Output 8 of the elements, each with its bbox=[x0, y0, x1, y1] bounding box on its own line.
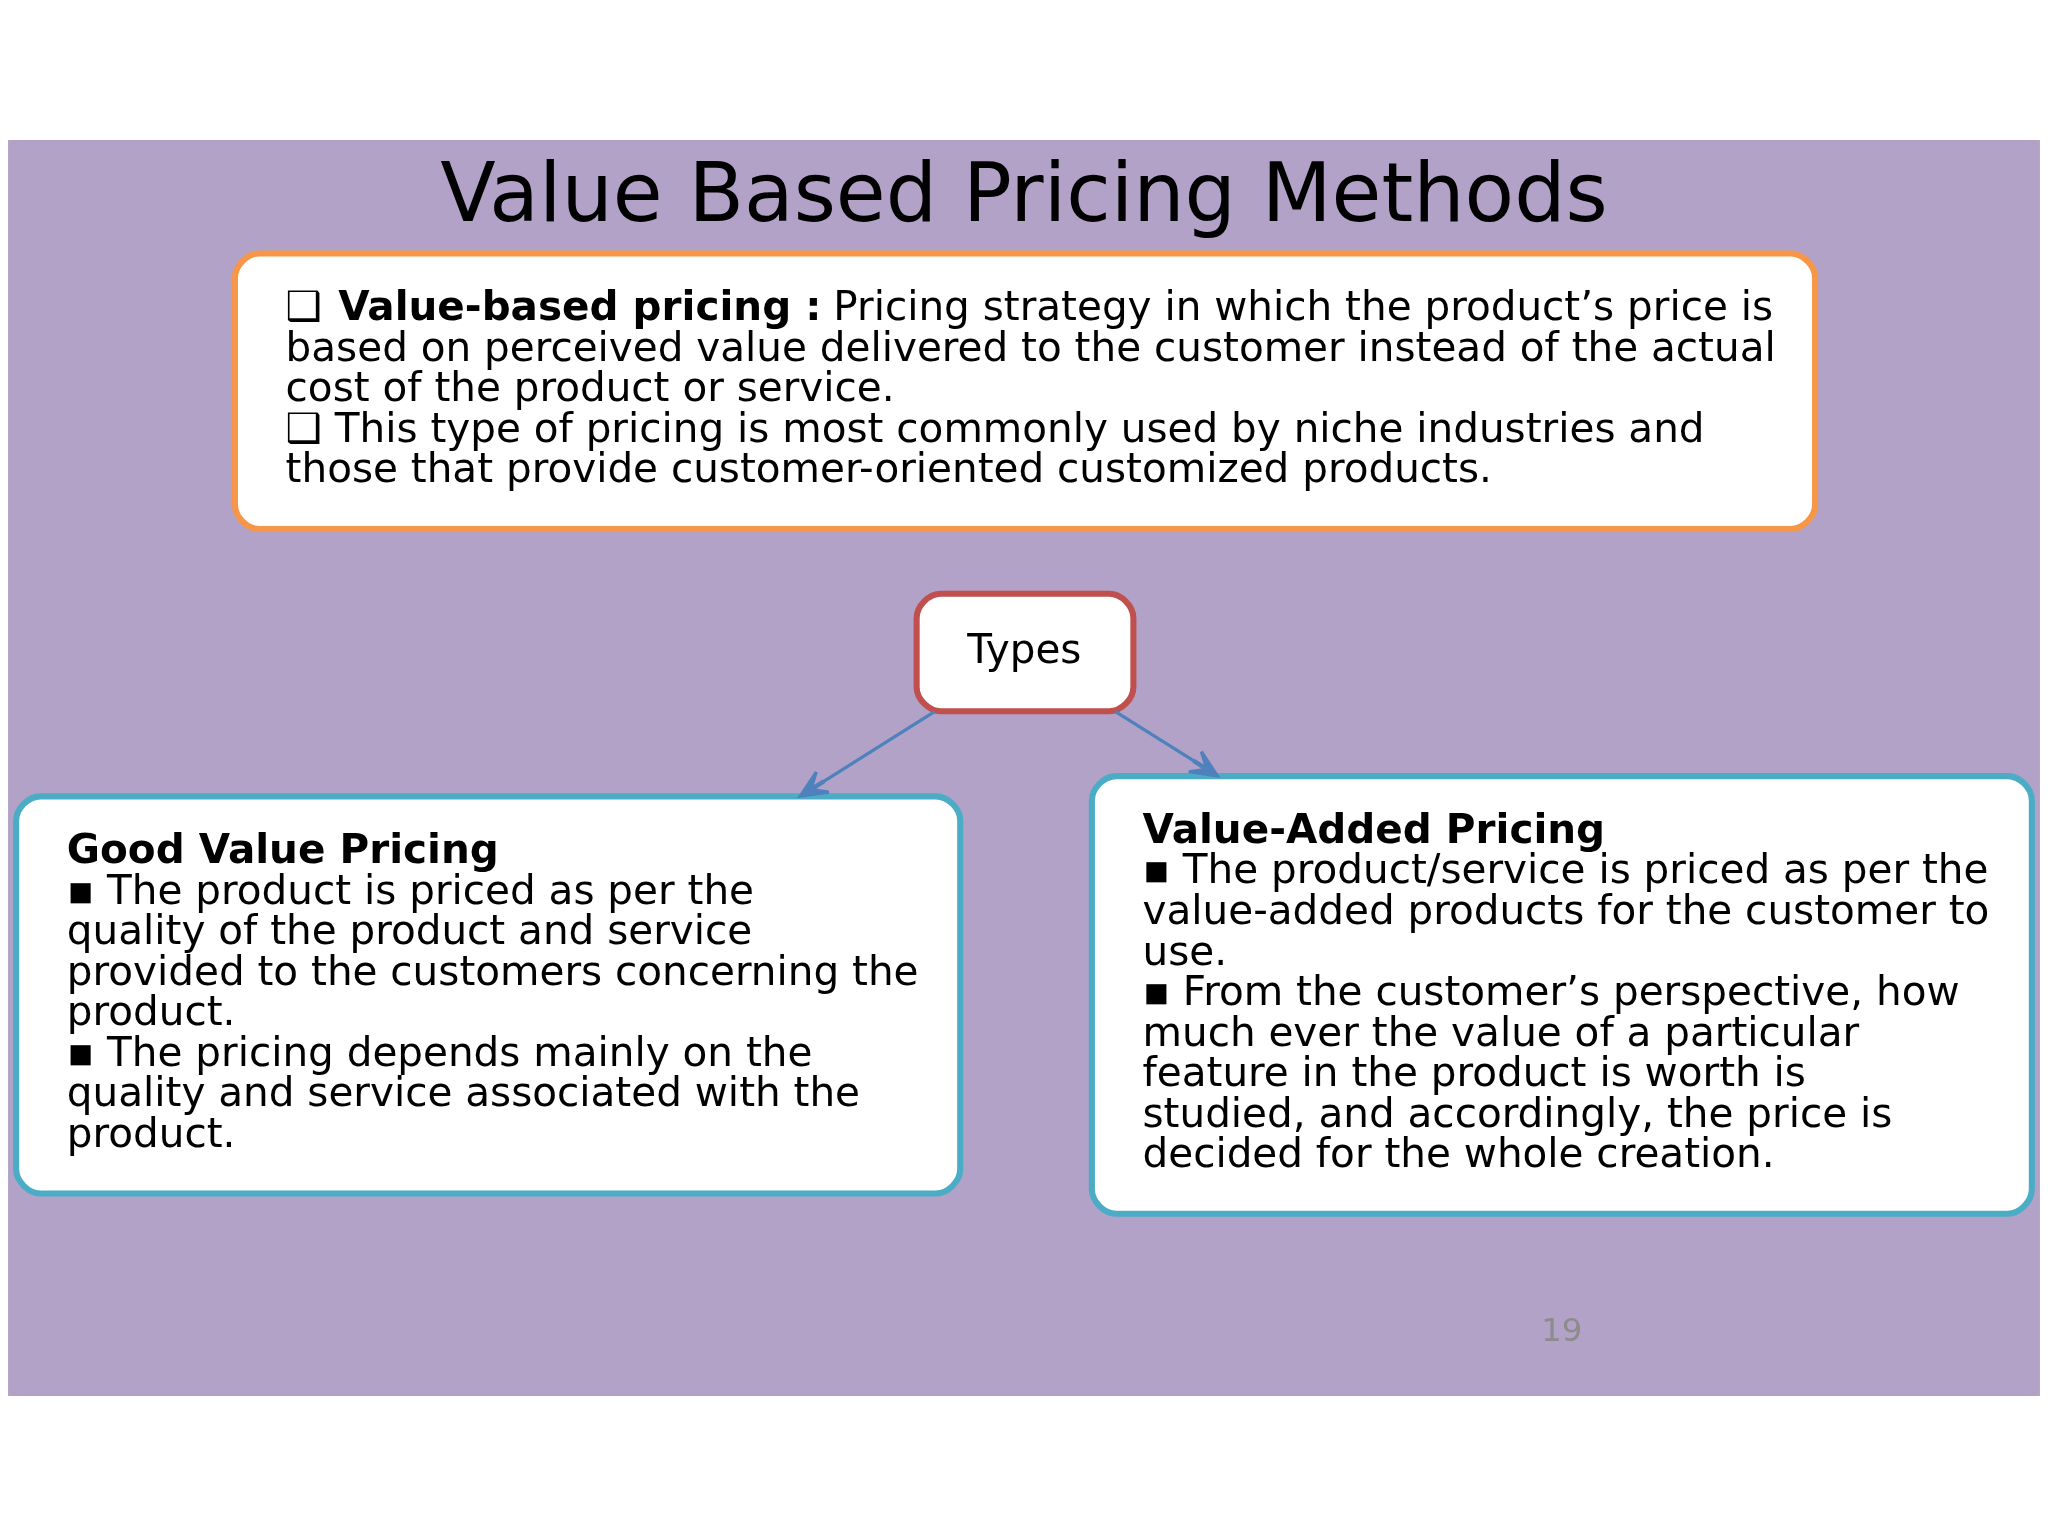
node-box: ❑ Value-based pricing : Pricing strategy in which the product’s price is based on perceived value delivered to the customer instead of the actual cost of the product or service. ❑ This type of pricing is most commonly used by niche industries and those that provide customer-oriented customized products. bbox=[231, 250, 1819, 532]
diagram-title: Value Based Pricing Methods bbox=[440, 146, 1608, 241]
arrow bbox=[798, 710, 936, 798]
label: 19 bbox=[1541, 1310, 1583, 1349]
node-box: Good Value Pricing ▪ The product is priced as per the quality of the product and service provided to the customers concerning the product. ▪ The pricing depends mainly on the quality and service associated with the product. bbox=[13, 793, 964, 1197]
node-box: Value-Added Pricing ▪ The product/service is priced as per the value-added products for the customer to use. ▪ From the customer’s perspective, how much ever the value of a particular feature in the product is worth is studied, and accordingly, the price is decided for the whole creation. bbox=[1088, 773, 2035, 1217]
arrow bbox=[1114, 710, 1219, 778]
node-box: Types bbox=[913, 590, 1137, 715]
